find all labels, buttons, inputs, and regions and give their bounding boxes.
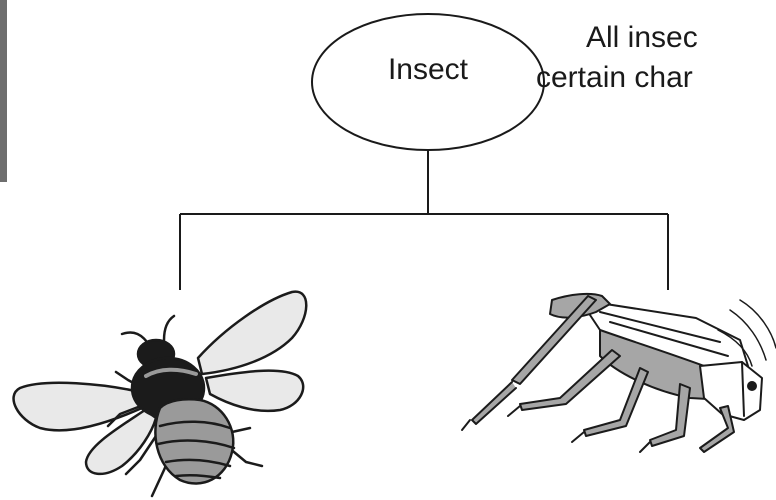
note-line-1: All insec (526, 18, 776, 58)
bee-illustration (14, 292, 307, 496)
tree-connectors (180, 150, 668, 290)
root-node-label: Insect (312, 52, 544, 88)
bee-right-lower-wing (206, 371, 303, 411)
grasshopper-illustration (462, 294, 776, 452)
note-line-2: certain char (526, 58, 776, 98)
bee-left-wing (14, 383, 142, 431)
bee-right-upper-wing (198, 292, 306, 374)
grasshopper-head (700, 362, 762, 420)
truncated-note: All insec certain char (526, 18, 776, 98)
